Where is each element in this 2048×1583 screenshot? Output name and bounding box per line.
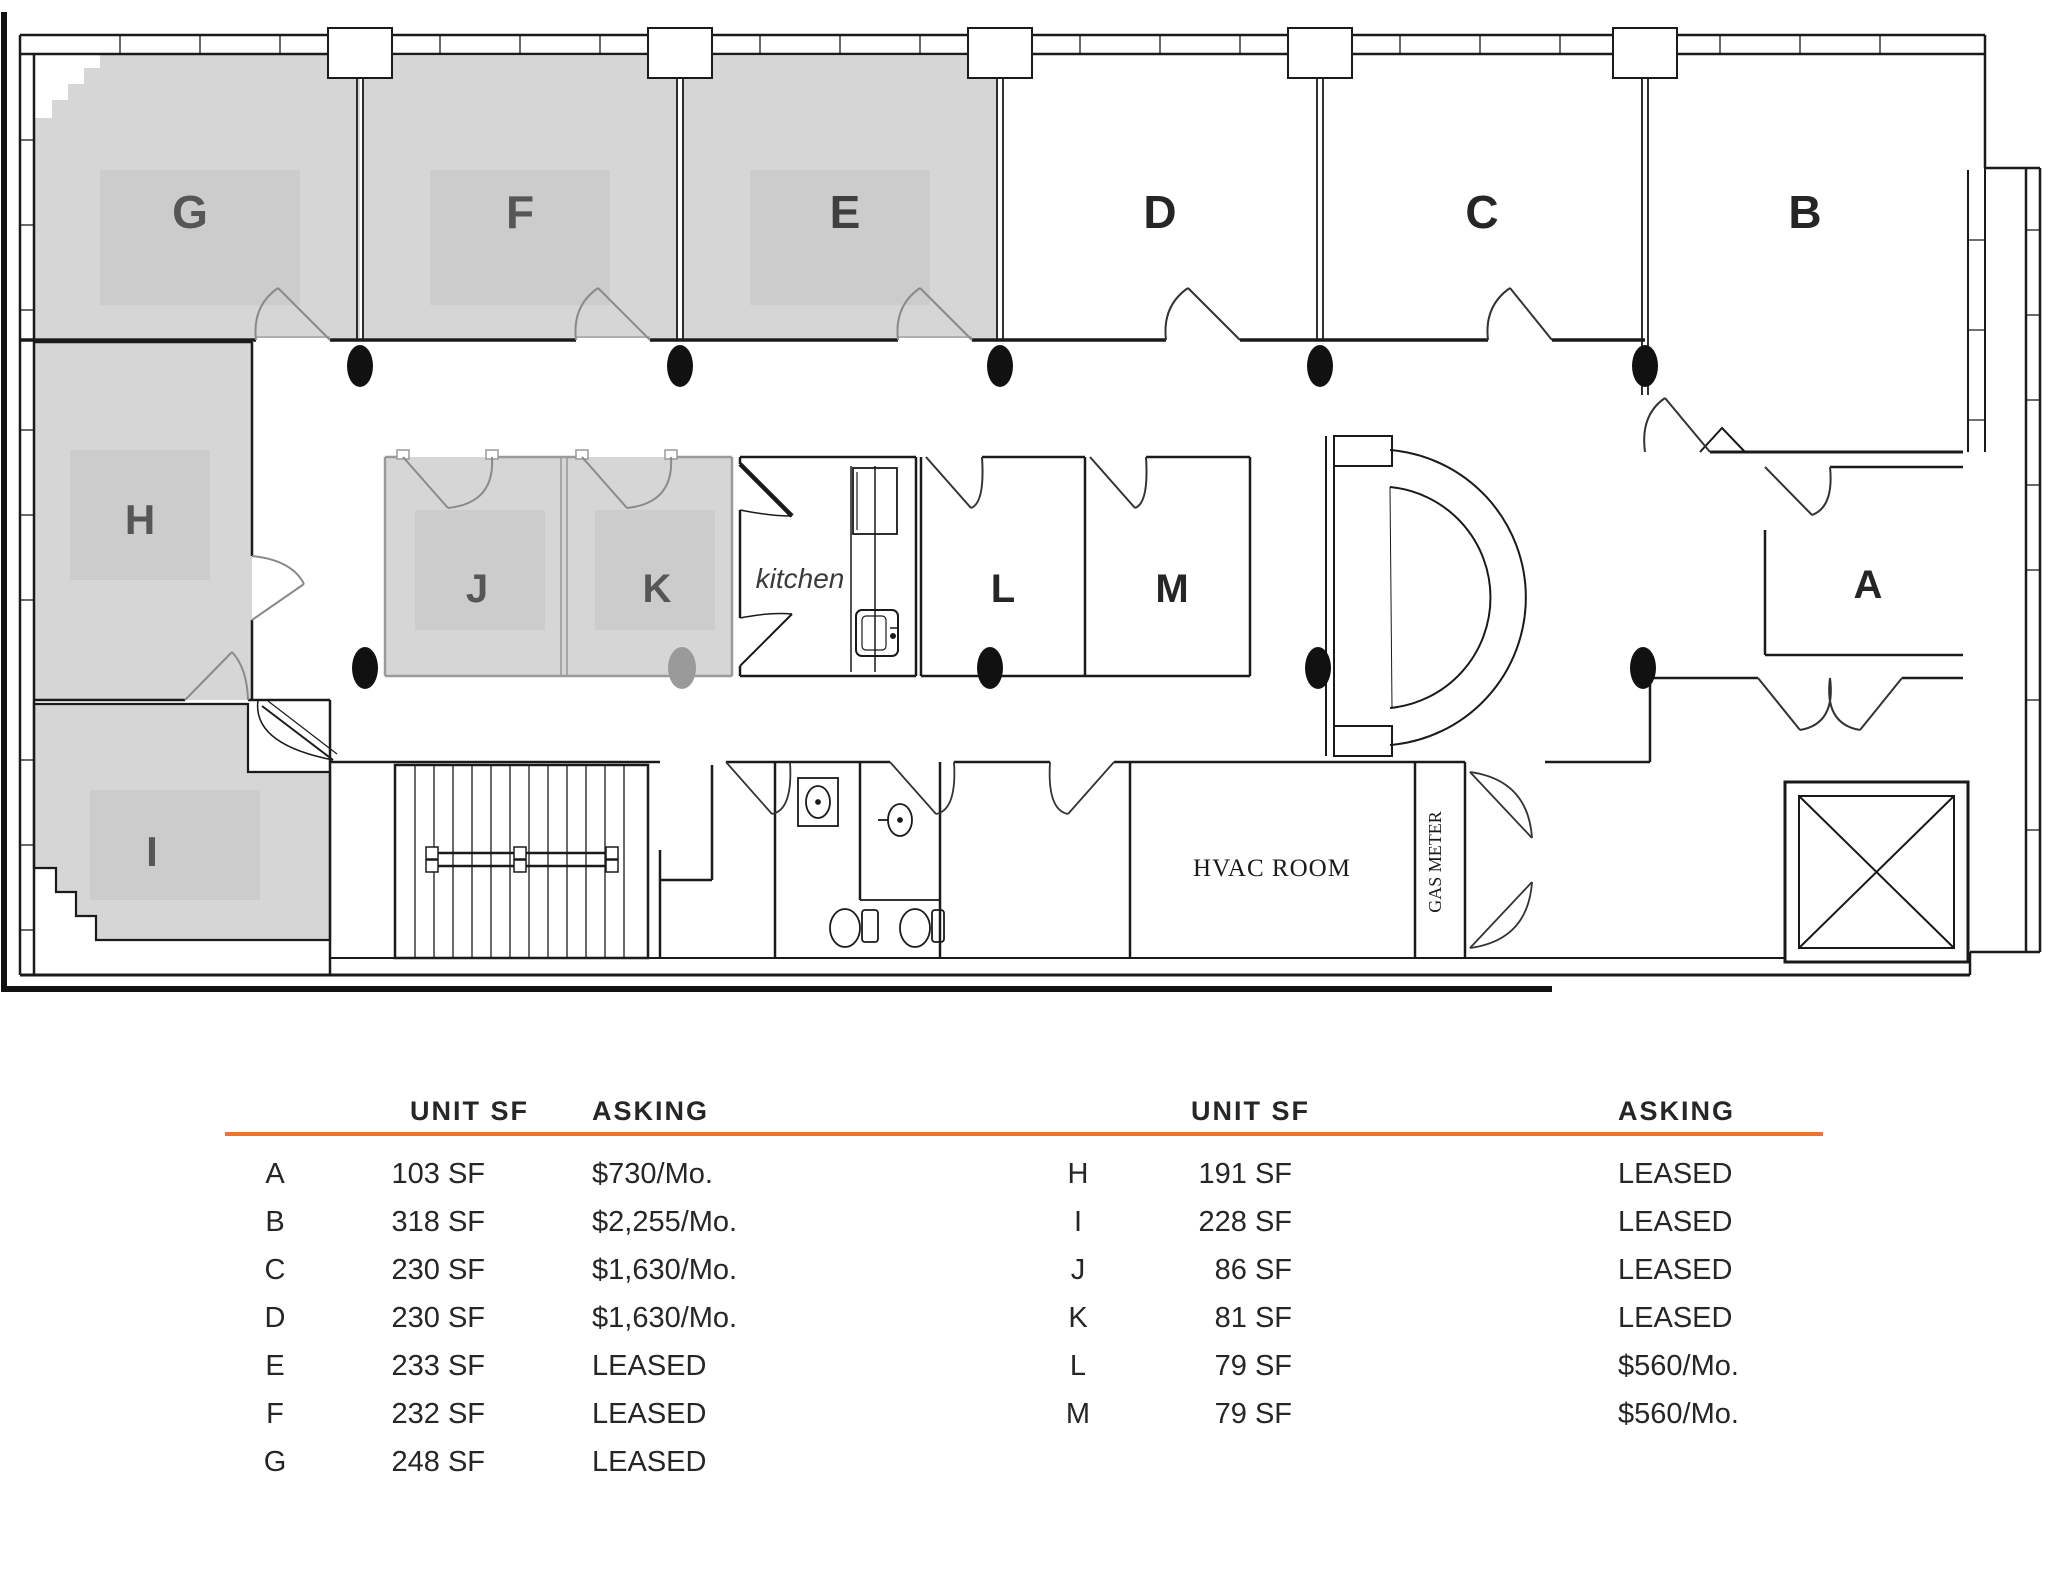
table-cell-sf: 318 SF bbox=[391, 1206, 486, 1238]
room-labels: G F E D C B H I J K L M A bbox=[125, 186, 1883, 875]
leased-room-fills bbox=[34, 54, 998, 940]
room-shading bbox=[70, 170, 930, 900]
column-markers bbox=[347, 345, 1658, 689]
hvac-room-label: HVAC ROOM bbox=[1193, 855, 1351, 882]
table-row: F bbox=[266, 1398, 284, 1430]
kitchen-room bbox=[738, 455, 918, 678]
table-cell-sf: 79 SF bbox=[1214, 1350, 1292, 1382]
room-label-i: I bbox=[146, 828, 158, 875]
table-row: A bbox=[265, 1158, 285, 1190]
table-row: L bbox=[1069, 1350, 1087, 1382]
left-table-sf: 103 SF 318 SF 230 SF 230 SF 233 SF 232 S… bbox=[325, 1150, 486, 1486]
table-cell-sf: 230 SF bbox=[391, 1254, 486, 1286]
table-row: I bbox=[1073, 1206, 1083, 1238]
right-asking-header: ASKING bbox=[1618, 1096, 1736, 1126]
room-label-b: B bbox=[1788, 186, 1821, 238]
room-label-f: F bbox=[506, 186, 534, 238]
table-cell-sf: 81 SF bbox=[1214, 1302, 1292, 1334]
table-row: K bbox=[1068, 1302, 1088, 1334]
table-cell-sf: 230 SF bbox=[391, 1302, 486, 1334]
table-cell-asking: LEASED bbox=[1618, 1254, 1733, 1286]
table-cell-asking: $2,255/Mo. bbox=[592, 1206, 738, 1238]
table-row: M bbox=[1065, 1398, 1091, 1430]
rooms-l-m bbox=[919, 455, 1252, 678]
table-cell-sf: 103 SF bbox=[391, 1158, 486, 1190]
left-table-asking: $730/Mo. $2,255/Mo. $1,630/Mo. $1,630/Mo… bbox=[592, 1150, 912, 1486]
table-row: H bbox=[1067, 1158, 1089, 1190]
floor-plan: G F E D C B H I J K L M A kitchen HVAC R… bbox=[1, 12, 2042, 992]
table-cell-sf: 232 SF bbox=[391, 1398, 486, 1430]
page-frame bbox=[1, 12, 1552, 992]
room-label-e: E bbox=[830, 186, 861, 238]
top-row-doors bbox=[254, 287, 1553, 341]
table-accent-rule bbox=[225, 1132, 1823, 1136]
table-cell-sf: 248 SF bbox=[391, 1446, 486, 1478]
room-label-a: A bbox=[1854, 563, 1883, 607]
room-label-d: D bbox=[1143, 186, 1176, 238]
window-mullions bbox=[20, 35, 2040, 931]
table-cell-sf: 233 SF bbox=[391, 1350, 486, 1382]
gas-meter-label: GAS METER bbox=[1425, 811, 1445, 913]
room-label-c: C bbox=[1465, 186, 1498, 238]
room-label-h: H bbox=[125, 496, 155, 543]
table-row: B bbox=[265, 1206, 285, 1238]
right-table-units: H I J K L M bbox=[1028, 1150, 1128, 1438]
rooms-h-i bbox=[32, 340, 332, 942]
top-row-walls bbox=[20, 27, 1678, 342]
table-cell-asking: $1,630/Mo. bbox=[592, 1254, 738, 1286]
table-cell-asking: $560/Mo. bbox=[1618, 1398, 1739, 1430]
table-cell-asking: $730/Mo. bbox=[592, 1158, 713, 1190]
room-label-g: G bbox=[172, 186, 208, 238]
table-row: D bbox=[264, 1302, 286, 1334]
table-cell-asking: $560/Mo. bbox=[1618, 1350, 1739, 1382]
right-side-walls bbox=[1641, 340, 1963, 762]
room-label-j: J bbox=[466, 567, 488, 611]
right-table-sf: 191 SF 228 SF 86 SF 81 SF 79 SF 79 SF bbox=[1128, 1150, 1293, 1438]
table-row: C bbox=[264, 1254, 286, 1286]
table-cell-asking: LEASED bbox=[592, 1350, 707, 1382]
table-row: J bbox=[1070, 1254, 1086, 1286]
table-row: G bbox=[263, 1446, 287, 1478]
bottom-band bbox=[256, 699, 1970, 975]
table-cell-asking: LEASED bbox=[592, 1446, 707, 1478]
right-unit-sf-header: UNIT SF bbox=[1191, 1096, 1310, 1126]
table-cell-asking: $1,630/Mo. bbox=[592, 1302, 738, 1334]
right-side-doors bbox=[1643, 397, 1903, 731]
kitchen-label: kitchen bbox=[756, 563, 845, 594]
table-cell-sf: 86 SF bbox=[1214, 1254, 1292, 1286]
right-table-asking: LEASED LEASED LEASED LEASED $560/Mo. $56… bbox=[1618, 1150, 1938, 1438]
table-row: E bbox=[265, 1350, 285, 1382]
left-table-units: A B C D E F G bbox=[225, 1150, 325, 1486]
elevator bbox=[1783, 780, 1970, 964]
table-cell-asking: LEASED bbox=[1618, 1302, 1733, 1334]
table-cell-asking: LEASED bbox=[1618, 1158, 1733, 1190]
room-label-l: L bbox=[991, 567, 1015, 611]
table-cell-sf: 228 SF bbox=[1198, 1206, 1293, 1238]
curved-wall bbox=[1325, 435, 1527, 757]
table-cell-sf: 79 SF bbox=[1214, 1398, 1292, 1430]
left-asking-header: ASKING bbox=[592, 1096, 710, 1126]
room-label-m: M bbox=[1155, 567, 1188, 611]
left-unit-sf-header: UNIT SF bbox=[410, 1096, 529, 1126]
table-cell-asking: LEASED bbox=[592, 1398, 707, 1430]
room-label-k: K bbox=[643, 567, 672, 611]
table-cell-sf: 191 SF bbox=[1198, 1158, 1293, 1190]
table-cell-asking: LEASED bbox=[1618, 1206, 1733, 1238]
